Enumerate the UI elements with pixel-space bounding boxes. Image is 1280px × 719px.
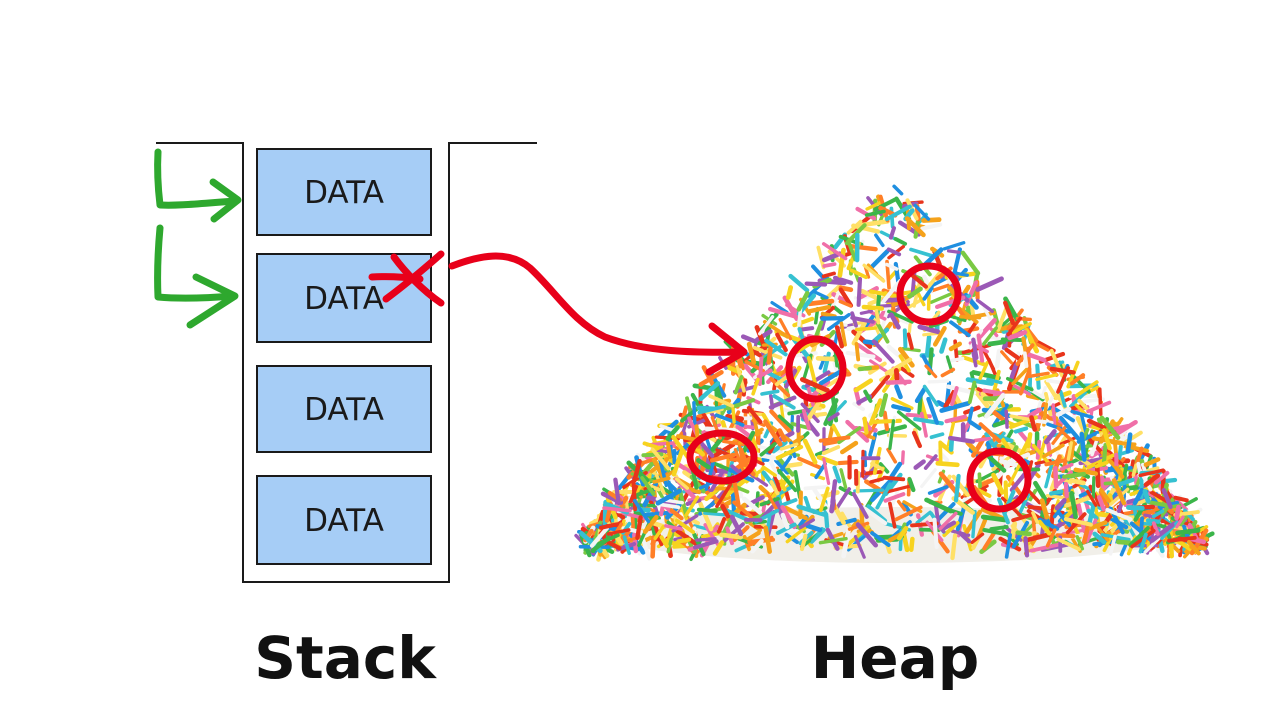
stack-cell: DATA (256, 148, 432, 236)
stack-caption: Stack (254, 624, 437, 692)
circle-icon (686, 429, 758, 485)
stack-cell: DATA (256, 365, 432, 453)
arrow-icon (154, 148, 242, 223)
heap-caption: Heap (811, 624, 980, 692)
stack-cell: DATA (256, 475, 432, 565)
stack-cells: DATA DATA DATA DATA (256, 148, 432, 565)
stack-cell-label: DATA (304, 281, 384, 317)
sprinkles-pile-image (574, 184, 1215, 563)
arrow-icon (154, 224, 239, 329)
stack-cell-label: DATA (304, 392, 384, 428)
circle-icon (896, 262, 962, 326)
stack-cell: DATA (256, 253, 432, 343)
stack-cell-label: DATA (304, 175, 384, 211)
stack-cell-label: DATA (304, 503, 384, 539)
circle-icon (966, 447, 1032, 513)
allocation-marks (686, 262, 1032, 513)
cross-icon (368, 250, 445, 307)
circle-icon (785, 335, 847, 403)
stack-container (156, 142, 537, 583)
curved-arrow-icon (448, 252, 748, 376)
